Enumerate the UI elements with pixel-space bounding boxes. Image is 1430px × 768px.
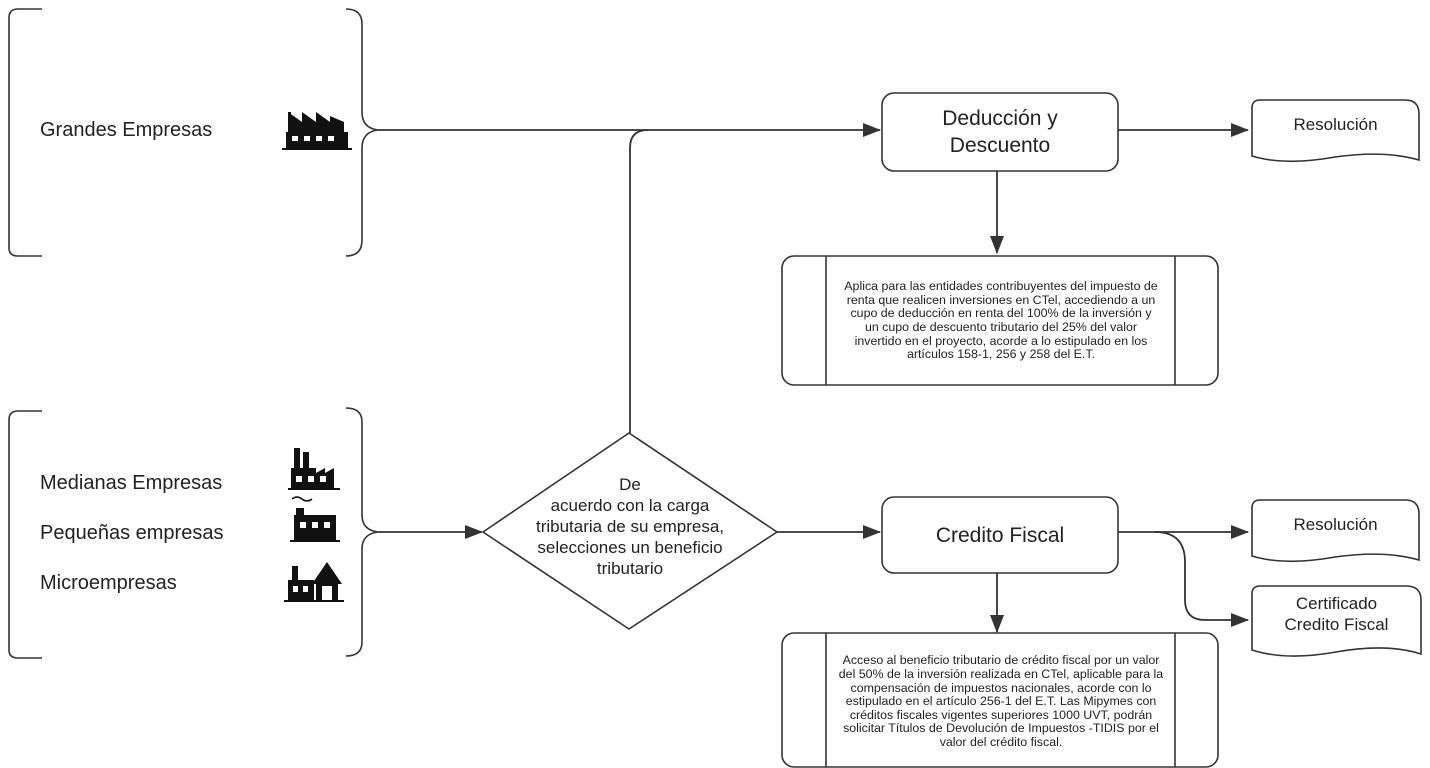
- label-grandes-empresas: Grandes Empresas: [40, 119, 213, 141]
- deduction-box: [881, 92, 1119, 172]
- credit-description-box: [781, 632, 1219, 768]
- credit-box: [881, 496, 1119, 574]
- deduction-description-box: [781, 255, 1219, 386]
- factory-smokestack-icon: [288, 448, 340, 490]
- decision-diamond: [482, 432, 778, 630]
- bracket-sme-right: [345, 407, 379, 657]
- credit-title: Credito Fiscal: [935, 523, 1065, 547]
- connector-decision-to-deduction: [629, 129, 649, 433]
- small-factory-icon: [290, 496, 340, 542]
- label-microempresas: Microempresas: [40, 572, 177, 594]
- factory-icon: [282, 112, 352, 150]
- bracket-large-left: [8, 8, 42, 257]
- label-pequenas-empresas: Pequeñas empresas: [40, 522, 224, 544]
- resolution-doc-credit: [1251, 499, 1420, 563]
- resolution-text-credit: Resolución: [1293, 514, 1378, 534]
- certificate-doc: [1251, 585, 1422, 657]
- workshop-house-icon: [284, 562, 344, 602]
- connector-credit-to-certificate: [1154, 531, 1249, 627]
- deduction-title: Deducción y Descuento: [942, 107, 1058, 157]
- bracket-large-right: [345, 8, 379, 257]
- bracket-sme-left: [8, 410, 42, 659]
- resolution-doc-deduction: [1251, 99, 1420, 163]
- deduction-description-text: Aplica para las entidades contribuyentes…: [844, 279, 1158, 362]
- certificate-text: Certificado Credito Fiscal: [1284, 594, 1389, 634]
- label-medianas-empresas: Medianas Empresas: [40, 472, 223, 494]
- credit-description-text: Acceso al beneficio tributario de crédit…: [838, 653, 1164, 749]
- resolution-text-deduction: Resolución: [1293, 114, 1378, 134]
- decision-text: De acuerdo con la carga tributaria de su…: [535, 474, 725, 578]
